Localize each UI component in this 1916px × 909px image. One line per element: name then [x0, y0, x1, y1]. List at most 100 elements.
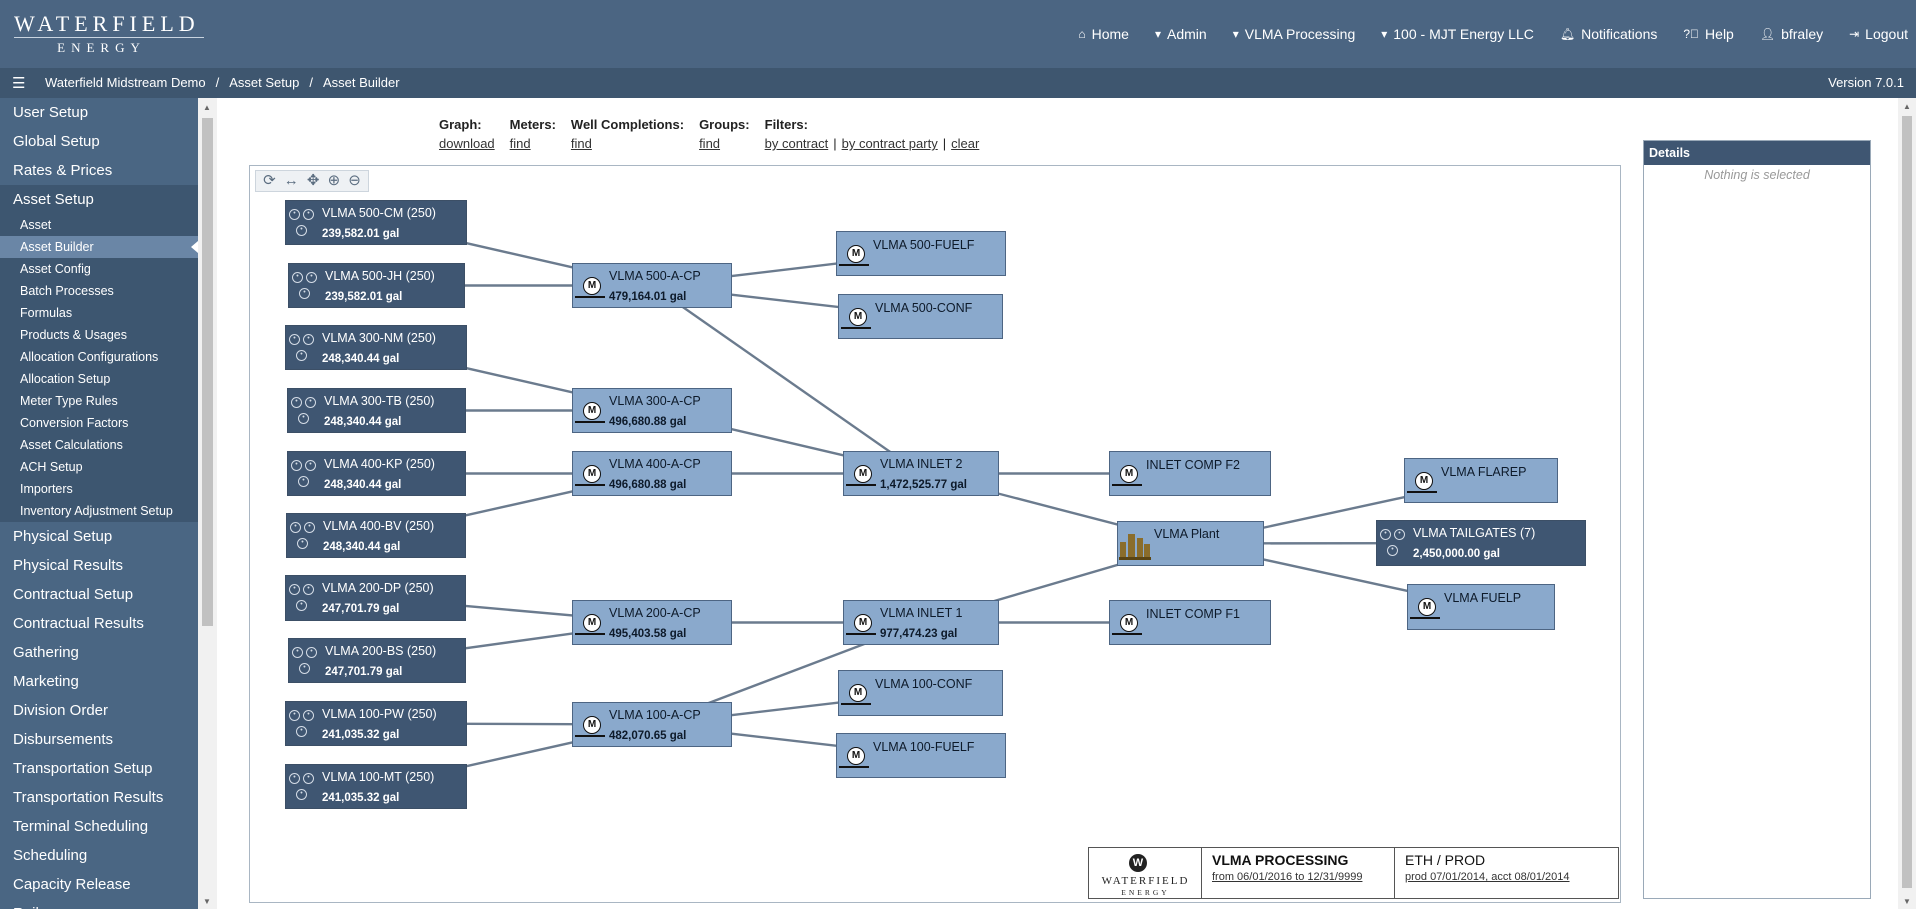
find-groups-link[interactable]: find	[699, 136, 721, 151]
node-200dp[interactable]: •••VLMA 200-DP (250)247,701.79 gal	[285, 575, 466, 621]
sidebar-section-rates-prices[interactable]: Rates & Prices	[13, 162, 113, 179]
zoom-out-icon[interactable]: ⊖	[348, 172, 361, 189]
waterfield-logo[interactable]: WATERFIELD ENERGY	[14, 12, 204, 58]
find-meters-link[interactable]: find	[509, 136, 531, 151]
sidebar-scrollbar[interactable]: ▲ ▼	[198, 98, 217, 909]
sidebar-section-contractual-setup[interactable]: Contractual Setup	[13, 586, 134, 603]
sidebar-section-physical-setup[interactable]: Physical Setup	[13, 528, 113, 545]
page-scrollbar[interactable]: ▲ ▼	[1898, 98, 1916, 909]
legend-title: VLMA PROCESSING	[1212, 852, 1349, 868]
sidebar-item-inventory-adjustment-setup[interactable]: Inventory Adjustment Setup	[0, 500, 198, 522]
nav-company[interactable]: ▾100 - MJT Energy LLC	[1381, 26, 1534, 42]
scroll-up-arrow-icon[interactable]: ▲	[1903, 102, 1911, 111]
scroll-up-arrow-icon[interactable]: ▲	[203, 103, 211, 112]
user-icon: 👤︎	[1759, 27, 1776, 41]
wells-group: Well Completions: find	[571, 117, 684, 151]
sidebar-section-scheduling[interactable]: Scheduling	[13, 847, 88, 864]
sidebar-section-division-order[interactable]: Division Order	[13, 702, 109, 719]
sidebar-section-asset-setup[interactable]: Asset Setup	[0, 185, 198, 214]
graph-legend: W WATERFIELD ENERGY VLMA PROCESSING from…	[1088, 847, 1619, 899]
node-100mt[interactable]: •••VLMA 100-MT (250)241,035.32 gal	[285, 764, 467, 809]
node-100pw[interactable]: •••VLMA 100-PW (250)241,035.32 gal	[285, 701, 467, 746]
sidebar-item-importers[interactable]: Importers	[0, 478, 198, 500]
node-500jh[interactable]: •••VLMA 500-JH (250)239,582.01 gal	[288, 263, 465, 308]
node-300tb[interactable]: •••VLMA 300-TB (250)248,340.44 gal	[287, 388, 466, 433]
sidebar-item-meter-type-rules[interactable]: Meter Type Rules	[0, 390, 198, 412]
sidebar-section-transportation-results[interactable]: Transportation Results	[13, 789, 164, 806]
hamburger-menu-icon[interactable]: ☰	[12, 75, 26, 92]
node-tailgates[interactable]: •••VLMA TAILGATES (7)2,450,000.00 gal	[1376, 520, 1586, 566]
node-200bs[interactable]: •••VLMA 200-BS (250)247,701.79 gal	[288, 638, 466, 683]
refresh-icon[interactable]: ⟳	[263, 172, 276, 189]
scroll-down-arrow-icon[interactable]: ▼	[1903, 897, 1911, 906]
nav-notifications[interactable]: 🔔︎Notifications	[1560, 26, 1658, 42]
sidebar-item-conversion-factors[interactable]: Conversion Factors	[0, 412, 198, 434]
sidebar-item-allocation-configurations[interactable]: Allocation Configurations	[0, 346, 198, 368]
scrollbar-thumb[interactable]	[1902, 116, 1912, 888]
nav-vlma-processing[interactable]: ▾VLMA Processing	[1233, 26, 1356, 42]
sidebar-item-products-usages[interactable]: Products & Usages	[0, 324, 198, 346]
scrollbar-thumb[interactable]	[202, 118, 213, 626]
sidebar-item-asset-builder[interactable]: Asset Builder	[0, 236, 198, 258]
nav-help[interactable]: ?⃝Help	[1683, 26, 1733, 42]
node-300nm[interactable]: •••VLMA 300-NM (250)248,340.44 gal	[285, 325, 467, 370]
node-400bv[interactable]: •••VLMA 400-BV (250)248,340.44 gal	[286, 513, 466, 558]
sidebar-section-transportation-setup[interactable]: Transportation Setup	[13, 760, 153, 777]
sidebar-item-batch-processes[interactable]: Batch Processes	[0, 280, 198, 302]
clear-filters-link[interactable]: clear	[951, 136, 980, 151]
node-500cm[interactable]: •••VLMA 500-CM (250)239,582.01 gal	[285, 200, 467, 245]
filter-by-contract-party-link[interactable]: by contract party	[841, 136, 938, 151]
sidebar-section-capacity-release[interactable]: Capacity Release	[13, 876, 131, 893]
breadcrumb-item[interactable]: Asset Setup	[229, 75, 300, 90]
sidebar-section-physical-results[interactable]: Physical Results	[13, 557, 124, 574]
breadcrumb-item[interactable]: Asset Builder	[322, 75, 400, 90]
sidebar-section-gathering[interactable]: Gathering	[13, 644, 79, 661]
meter-icon: M	[847, 245, 865, 263]
nav-user[interactable]: 👤︎bfraley	[1760, 26, 1823, 42]
sidebar-item-formulas[interactable]: Formulas	[0, 302, 198, 324]
node-volume: 248,340.44 gal	[323, 541, 401, 553]
zoom-in-icon[interactable]: ⊕	[327, 172, 341, 189]
node-label: VLMA 400-BV (250)	[323, 519, 435, 533]
sidebar-item-ach-setup[interactable]: ACH Setup	[0, 456, 198, 478]
sidebar-section-terminal-scheduling[interactable]: Terminal Scheduling	[13, 818, 149, 835]
nav-home[interactable]: ⌂Home	[1078, 26, 1129, 42]
scroll-down-arrow-icon[interactable]: ▼	[203, 897, 211, 906]
sidebar-item-asset-calculations[interactable]: Asset Calculations	[0, 434, 198, 456]
sidebar-item-asset-config[interactable]: Asset Config	[0, 258, 198, 280]
sidebar-section-rail[interactable]: Rail	[0, 899, 198, 909]
fit-width-icon[interactable]: ↔	[283, 172, 299, 189]
sidebar-section-marketing[interactable]: Marketing	[13, 673, 79, 690]
download-link[interactable]: download	[439, 136, 495, 151]
pan-icon[interactable]: ✥	[306, 172, 320, 189]
node-plant[interactable]: VLMA Plant	[1117, 521, 1264, 566]
meters-group: Meters: find	[510, 117, 556, 151]
node-400kp[interactable]: •••VLMA 400-KP (250)248,340.44 gal	[287, 451, 466, 496]
sidebar-section-global-setup[interactable]: Global Setup	[13, 133, 100, 150]
breadcrumb-item[interactable]: Waterfield Midstream Demo	[45, 75, 206, 90]
filter-by-contract-link[interactable]: by contract	[764, 136, 829, 151]
sidebar-item-allocation-setup[interactable]: Allocation Setup	[0, 368, 198, 390]
sidebar-section-disbursements[interactable]: Disbursements	[13, 731, 114, 748]
nav-logout[interactable]: ⇥Logout	[1849, 26, 1908, 42]
sidebar-section-contractual-results[interactable]: Contractual Results	[13, 615, 144, 632]
sidebar-item-asset[interactable]: Asset	[0, 214, 198, 236]
sidebar-section-user-setup[interactable]: User Setup	[13, 104, 89, 121]
find-wells-link[interactable]: find	[570, 136, 592, 151]
nav-admin[interactable]: ▾Admin	[1155, 26, 1207, 42]
